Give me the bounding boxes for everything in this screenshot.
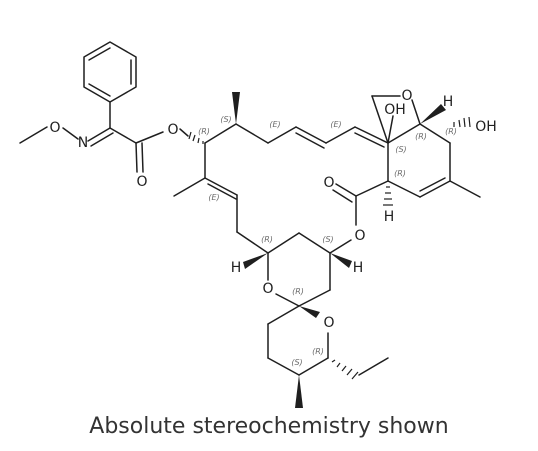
ring-oxygen-2-label: O <box>323 315 334 331</box>
methoxy-oxygen-label: O <box>49 120 60 136</box>
stereo-label: (R) <box>415 132 427 141</box>
stereo-label: (S) <box>395 145 406 154</box>
hydrogen-top-label: H <box>443 94 454 110</box>
hashed-bonds <box>188 116 471 380</box>
fused-ring-bonds <box>371 95 481 198</box>
lactone-carbonyl-oxygen-label: O <box>323 175 334 191</box>
hydrogen-left-label: H <box>231 260 242 276</box>
hydroxyl-top-label: OH <box>384 102 406 118</box>
lactone-oxygen-label: O <box>354 228 365 244</box>
stereo-label: (S) <box>291 358 302 367</box>
spiroketal-bonds <box>267 232 389 376</box>
side-chain-bonds <box>19 101 189 173</box>
stereo-label: (R) <box>445 127 457 136</box>
stereo-descriptors: (R) (S) (E) (E) (E) (S) (R) (R) (R) (R) … <box>198 115 457 367</box>
hydrogen-right-label: H <box>353 260 364 276</box>
stereo-label: (R) <box>292 287 304 296</box>
furan-oxygen-label: O <box>401 88 412 104</box>
stereo-label: (R) <box>261 235 273 244</box>
macrocycle-bonds <box>173 123 389 254</box>
carbonyl-oxygen-label: O <box>136 174 147 190</box>
wedge-bonds <box>232 92 446 408</box>
stereo-label: (R) <box>312 347 324 356</box>
stereo-label: (S) <box>322 235 333 244</box>
stereo-label: (R) <box>198 127 210 136</box>
atom-labels: O N O O O O O OH OH H H H H O O <box>49 88 496 331</box>
oxime-nitrogen-label: N <box>78 135 88 151</box>
phenyl-ring <box>83 41 137 103</box>
stereo-label: (E) <box>208 193 219 202</box>
ring-oxygen-1-label: O <box>262 281 273 297</box>
figure-caption: Absolute stereochemistry shown <box>89 414 449 439</box>
hydroxyl-right-label: OH <box>475 119 497 135</box>
stereo-label: (R) <box>394 169 406 178</box>
stereo-label: (E) <box>269 120 280 129</box>
stereo-label: (S) <box>220 115 231 124</box>
stereo-label: (E) <box>330 120 341 129</box>
hydrogen-mid-label: H <box>384 209 395 225</box>
ester-oxygen-label: O <box>167 122 178 138</box>
